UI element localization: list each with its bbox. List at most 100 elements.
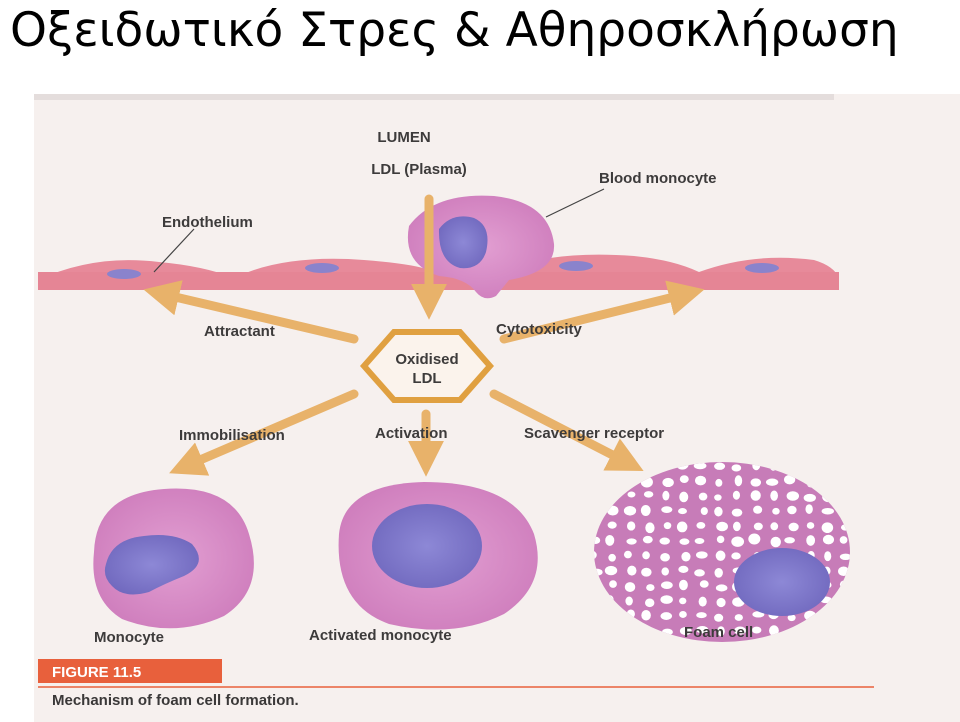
lipid-droplet: [822, 476, 831, 483]
figure-number: FIGURE 11.5: [52, 664, 141, 681]
cytotoxicity-label: Cytotoxicity: [496, 321, 583, 338]
lipid-droplet: [714, 613, 724, 622]
lipid-droplet: [679, 579, 688, 591]
activated-monocyte-cell: [338, 482, 538, 630]
lipid-droplet: [662, 477, 674, 488]
lipid-droplet: [698, 596, 707, 607]
lipid-droplet: [594, 568, 603, 576]
lipid-droplet: [661, 506, 673, 514]
lipid-droplet: [839, 580, 849, 589]
lipid-droplet: [607, 462, 616, 472]
lipid-droplet: [678, 508, 687, 515]
lipid-droplet: [752, 462, 761, 471]
lipid-droplet: [604, 626, 615, 635]
blood-monocyte-pointer: [545, 188, 605, 218]
ldl-plasma-label: LDL (Plasma): [371, 161, 467, 178]
lipid-droplet: [838, 566, 850, 576]
lipid-droplet: [786, 491, 800, 501]
arrow-attractant: [143, 280, 359, 344]
figure-caption: Mechanism of foam cell formation.: [52, 692, 299, 709]
lipid-droplet: [787, 614, 796, 622]
lipid-droplet: [838, 462, 850, 471]
lipid-droplet: [642, 551, 650, 560]
endothelium-layer: [38, 254, 839, 290]
scan-artifact: [34, 94, 834, 100]
lipid-droplet: [660, 595, 673, 604]
lipid-droplet: [731, 464, 742, 472]
lipid-droplet: [679, 611, 687, 618]
lipid-droplet: [594, 523, 599, 530]
lipid-droplet: [696, 612, 707, 619]
lipid-droplet: [839, 553, 850, 561]
monocyte-label: Monocyte: [94, 629, 164, 646]
lipid-droplet: [627, 565, 637, 576]
lipid-droplet: [661, 567, 669, 576]
lipid-droplet: [640, 504, 651, 516]
lipid-droplet: [822, 534, 835, 545]
lipid-droplet: [784, 474, 796, 485]
lipid-droplet: [679, 597, 687, 605]
lipid-droplet: [839, 612, 850, 624]
lipid-droplet: [700, 507, 708, 516]
endothelium-pointer: [153, 228, 195, 273]
lipid-droplet: [788, 522, 799, 532]
lipid-droplet: [661, 628, 673, 636]
lipid-droplet: [804, 462, 817, 471]
lipid-droplet: [679, 538, 690, 545]
lipid-droplet: [623, 505, 637, 516]
lipid-droplet: [840, 524, 850, 531]
lipid-droplets: [594, 462, 850, 638]
lipid-droplet: [660, 612, 673, 620]
lipid-droplet: [787, 505, 797, 515]
lipid-droplet: [693, 462, 707, 470]
lipid-droplet: [594, 580, 603, 590]
lipid-droplet: [594, 489, 599, 499]
lipid-droplet: [824, 625, 835, 633]
lipid-droplet: [594, 595, 599, 603]
lipid-droplet: [769, 462, 777, 471]
arrow-scavenger: [489, 389, 644, 471]
lipid-droplet: [732, 521, 741, 532]
lipid-droplet: [731, 536, 745, 547]
figure-label-bar: [38, 659, 222, 683]
lipid-droplet: [716, 535, 725, 544]
lipid-droplet: [770, 536, 781, 548]
lipid-droplet: [714, 506, 723, 517]
immobilisation-label: Immobilisation: [179, 427, 285, 444]
blood-monocyte-cell: [407, 195, 555, 299]
lipid-droplet: [605, 534, 615, 546]
lipid-droplet: [806, 477, 815, 488]
lipid-droplet: [694, 569, 705, 577]
lipid-droplet: [678, 565, 689, 573]
lipid-droplet: [594, 612, 600, 620]
pathway-arrows: [143, 194, 705, 477]
lipid-droplet: [734, 614, 743, 621]
arrow-immobilisation: [169, 389, 359, 476]
lipid-droplet: [698, 492, 708, 501]
endothelium-label: Endothelium: [162, 214, 253, 231]
lipid-droplet: [643, 462, 654, 468]
lipid-droplet: [715, 550, 726, 561]
lipid-droplet: [604, 565, 618, 576]
lipid-droplet: [681, 551, 691, 562]
lipid-droplet: [626, 609, 635, 619]
lipid-droplet: [606, 478, 617, 487]
lipid-droplet: [825, 611, 834, 622]
lipid-droplet: [626, 521, 636, 531]
lipid-droplet: [770, 522, 779, 531]
lipid-droplet: [676, 521, 688, 533]
lipid-droplet: [821, 462, 832, 469]
lipid-droplet: [594, 462, 598, 470]
lipid-droplet: [676, 462, 689, 470]
endothelial-nucleus: [305, 263, 339, 273]
lipid-droplet: [594, 536, 601, 544]
oxidised-label: Oxidised: [395, 351, 458, 368]
arrow-cytotoxicity: [499, 280, 705, 344]
lipid-droplet: [714, 567, 723, 578]
lipid-droplet: [609, 609, 618, 620]
endothelial-nucleus: [559, 261, 593, 271]
lipid-droplet: [752, 611, 765, 618]
lipid-droplet: [821, 522, 834, 534]
slide-title: Οξειδωτικό Στρες & Αθηροσκλήρωση: [10, 3, 899, 58]
lipid-droplet: [640, 625, 652, 635]
